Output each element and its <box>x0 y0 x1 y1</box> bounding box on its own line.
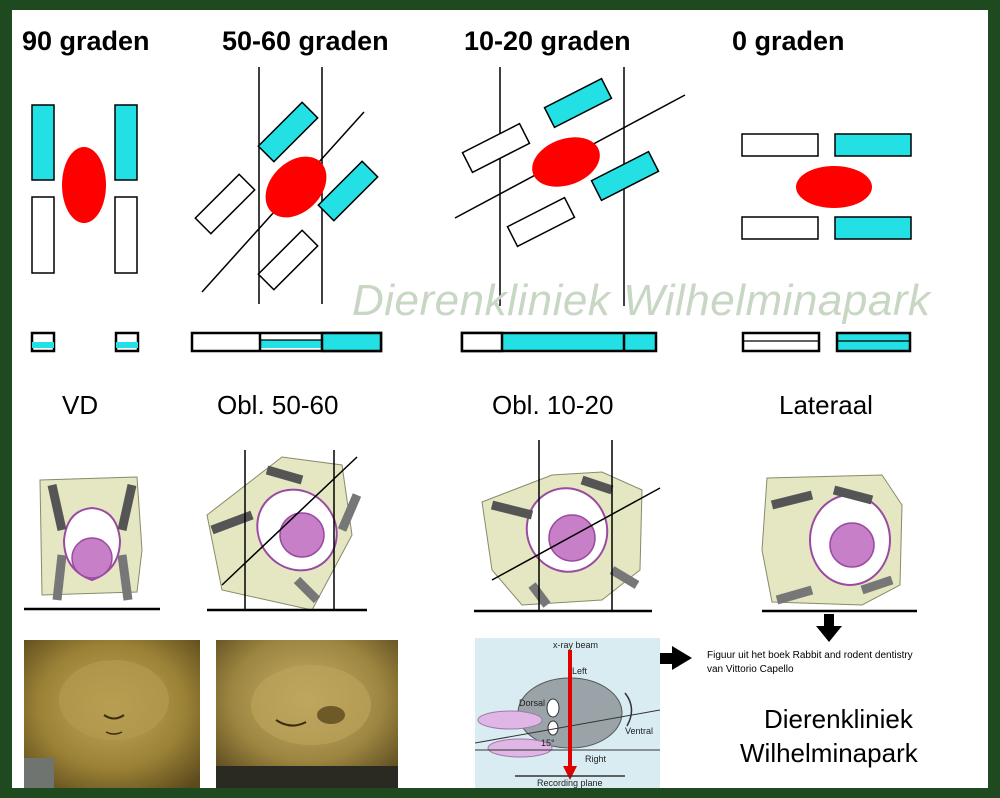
xray-dorsal-label: Dorsal <box>519 698 546 708</box>
rabbit-photo-vd <box>24 640 200 788</box>
view-obl-50-60: Obl. 50-60 <box>217 390 339 420</box>
xray-left-label: Left <box>572 666 588 676</box>
heading-10-20-graden: 10-20 graden <box>464 26 631 56</box>
skull-vd <box>24 476 160 611</box>
xray-angle-label: 15° <box>541 738 555 748</box>
view-lateraal: Lateraal <box>779 390 873 420</box>
skull-obl-10-20 <box>474 440 661 613</box>
xray-ventral-label: Ventral <box>625 726 654 736</box>
projection-bars <box>30 331 912 353</box>
xray-plane-label: Recording plane <box>537 778 603 788</box>
credit-line-1: Dierenkliniek <box>764 704 913 734</box>
view-vd: VD <box>62 390 99 420</box>
diagram-90-graden <box>31 104 138 274</box>
heading-0-graden: 0 graden <box>732 26 845 56</box>
figure-panel: 90 graden 50-60 graden 10-20 graden 0 gr… <box>12 10 988 788</box>
heading-50-60-graden: 50-60 graden <box>222 26 389 56</box>
rabbit-photo-oblique <box>216 640 398 788</box>
source-caption: Figuur uit het boek Rabbit and rodent de… <box>707 649 913 677</box>
caption-line-1: Figuur uit het boek Rabbit and rodent de… <box>707 650 913 661</box>
view-obl-10-20: Obl. 10-20 <box>492 390 614 420</box>
caption-line-2: van Vittorio Capello <box>707 664 794 675</box>
skull-obl-50-60 <box>206 450 367 612</box>
xray-beam-label: x-ray beam <box>553 640 599 650</box>
diagram-50-60-graden <box>194 67 379 304</box>
diagram-0-graden <box>741 133 912 240</box>
credit-line-2: Wilhelminapark <box>740 738 918 768</box>
heading-90-graden: 90 graden <box>22 26 150 56</box>
skull-lateraal <box>761 474 917 613</box>
watermark-text: Dierenkliniek Wilhelminapark <box>352 276 931 325</box>
down-arrow-icon <box>816 614 842 642</box>
tooth-projection-diagrams <box>24 67 917 670</box>
diagram-10-20-graden <box>454 67 686 306</box>
xray-diagram: x-ray beam Left Dorsal Ventral 15° Right… <box>475 638 660 788</box>
xray-right-label: Right <box>585 754 607 764</box>
right-arrow-icon <box>660 646 692 670</box>
